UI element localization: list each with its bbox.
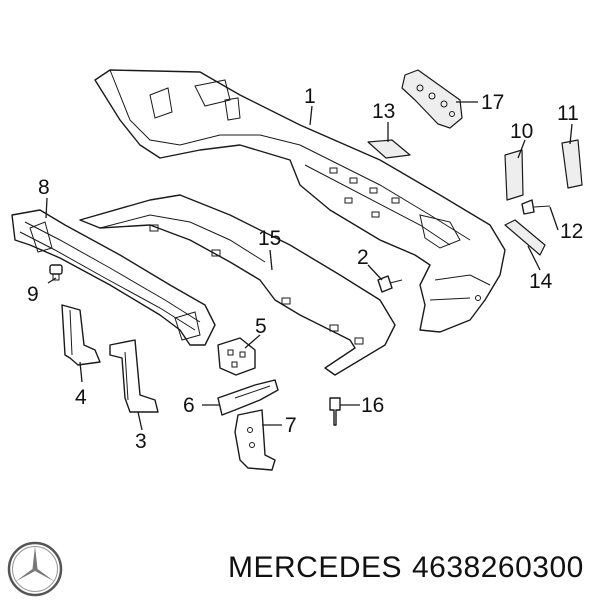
callout-6: 6 (183, 394, 195, 417)
trim-strip-part-14 (504, 219, 546, 256)
fastener-part-12 (521, 199, 551, 215)
bracket-part-3 (109, 339, 159, 413)
bracket-part-6 (217, 379, 279, 416)
bolt-part-9 (49, 264, 63, 281)
diffuser-panel-part-15 (79, 194, 396, 376)
reflector-part-10 (504, 149, 524, 201)
brand-name: MERCEDES (228, 551, 403, 584)
callout-11: 11 (557, 102, 579, 125)
leader-lines (45, 101, 573, 431)
callout-labels: 1 2 3 4 5 6 7 8 9 10 11 12 13 14 15 16 1… (27, 85, 583, 453)
callout-7: 7 (285, 414, 297, 437)
callout-5: 5 (255, 315, 267, 338)
reflector-part-11 (561, 139, 583, 189)
plate-part-17 (401, 69, 463, 129)
callout-1: 1 (304, 85, 316, 108)
callout-16: 16 (361, 394, 384, 417)
reinforcement-rail-part-8 (11, 209, 216, 346)
callout-15: 15 (258, 227, 281, 250)
callout-3: 3 (135, 430, 147, 453)
part-number: 4638260300 (412, 551, 584, 584)
callout-13: 13 (372, 100, 395, 123)
callout-14: 14 (529, 270, 553, 293)
callout-2: 2 (357, 246, 369, 269)
clip-part-16 (329, 397, 341, 426)
callout-4: 4 (75, 386, 87, 409)
callout-10: 10 (510, 120, 533, 143)
pad-part-13 (367, 139, 411, 159)
callout-12: 12 (560, 220, 583, 243)
bracket-part-4 (61, 304, 101, 366)
bracket-part-7 (234, 409, 276, 471)
mercedes-star-icon (7, 541, 63, 597)
callout-8: 8 (38, 176, 50, 199)
callout-9: 9 (27, 283, 39, 306)
screw-part-2 (377, 275, 403, 293)
callout-17: 17 (481, 91, 504, 114)
bumper-cover-part-1 (94, 69, 506, 333)
